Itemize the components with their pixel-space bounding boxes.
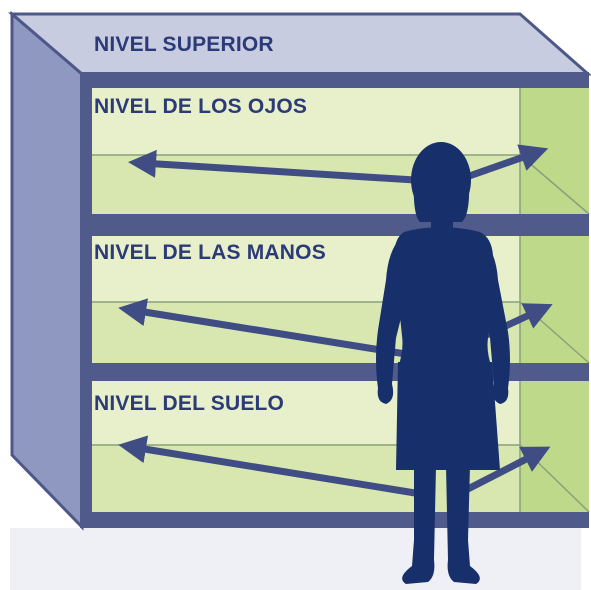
label-top-level: NIVEL SUPERIOR <box>94 33 274 56</box>
cabinet-left-side <box>10 10 84 531</box>
label-eye-level: NIVEL DE LOS OJOS <box>94 95 308 118</box>
label-hand-level: NIVEL DE LAS MANOS <box>94 241 326 264</box>
arrow-left-icon <box>118 435 416 497</box>
label-floor-level: NIVEL DEL SUELO <box>94 392 285 415</box>
woman-silhouette-icon <box>376 142 510 584</box>
arrow-right-icon <box>460 446 551 496</box>
arrow-left-icon <box>128 149 416 184</box>
arrow-left-icon <box>118 298 413 359</box>
